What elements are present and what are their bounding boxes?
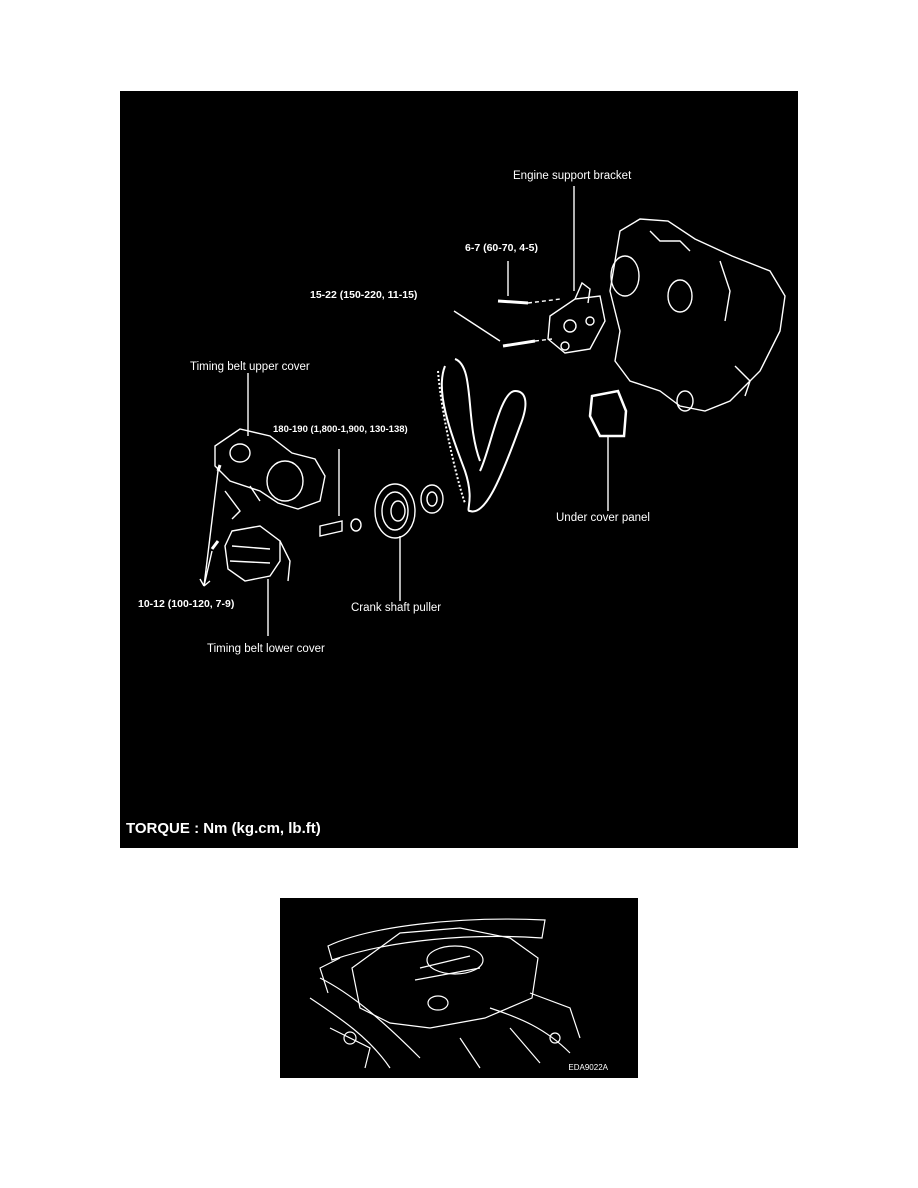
engine-bay-illustration: EDA9022A — [280, 898, 638, 1078]
timing-belt — [437, 358, 527, 513]
label-crank-shaft-puller: Crank shaft puller — [351, 602, 442, 614]
label-torque-6-7: 6-7 (60-70, 4-5) — [465, 242, 538, 254]
label-engine-support-bracket: Engine support bracket — [513, 170, 632, 182]
timing-belt-upper-cover — [214, 373, 326, 520]
label-timing-belt-upper-cover: Timing belt upper cover — [190, 361, 310, 373]
timing-belt-lower-cover — [224, 525, 291, 636]
bracket-bolts — [453, 261, 561, 348]
label-under-cover-panel: Under cover panel — [556, 512, 650, 524]
torque-unit-caption: TORQUE : Nm (kg.cm, lb.ft) — [126, 820, 321, 837]
crank-bolt — [319, 449, 362, 537]
engine-bay-drawing — [309, 918, 581, 1069]
engine-support-bracket — [547, 186, 606, 354]
label-torque-10-12: 10-12 (100-120, 7-9) — [138, 598, 235, 610]
exploded-diagram: Engine support bracket 6-7 (60-70, 4-5) … — [120, 91, 798, 848]
figure-code: EDA9022A — [568, 1063, 608, 1072]
label-timing-belt-lower-cover: Timing belt lower cover — [207, 643, 325, 655]
diagram-drawing — [199, 186, 786, 636]
crank-pulley — [374, 483, 416, 601]
label-torque-180-190: 180-190 (1,800-1,900, 130-138) — [273, 424, 408, 435]
engine-block — [609, 218, 786, 412]
label-torque-15-22: 15-22 (150-220, 11-15) — [310, 289, 418, 301]
crank-sprocket — [420, 484, 444, 514]
under-cover-gasket — [588, 389, 628, 511]
cover-bolts — [199, 464, 222, 587]
